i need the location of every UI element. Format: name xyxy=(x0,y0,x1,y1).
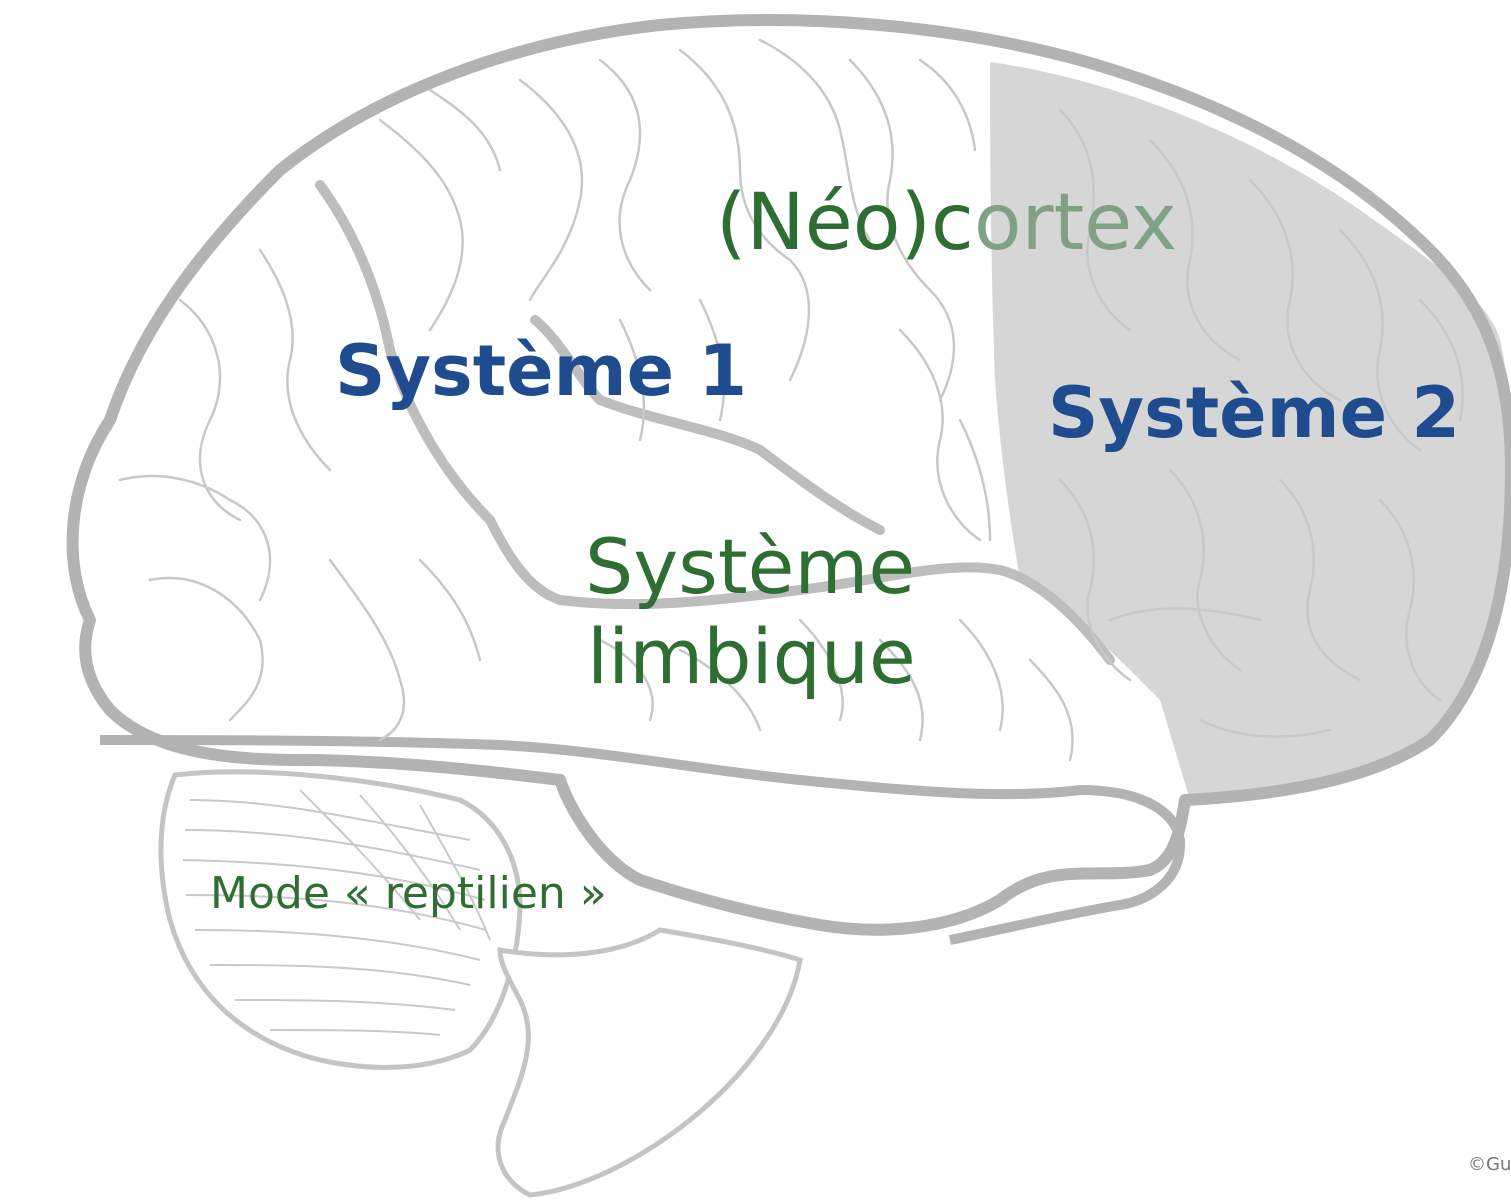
cerebellum xyxy=(158,769,523,1070)
brain-outline xyxy=(66,14,1511,936)
limbic-system-label: Système limbique xyxy=(585,522,916,701)
brainstem xyxy=(495,927,803,1198)
reptilian-mode-label: Mode « reptilien » xyxy=(210,868,607,919)
neocortex-label: (Néo)cortex xyxy=(716,184,1177,262)
copyright-text: ©Gu xyxy=(1468,1154,1511,1175)
neocortex-c: c xyxy=(930,178,974,268)
limbic-line-1: Système xyxy=(585,522,916,611)
temporal-lobe-outline xyxy=(99,735,1186,945)
major-fissures xyxy=(315,180,1115,665)
system-1-label: Système 1 xyxy=(335,330,748,412)
neocortex-rest: ortex xyxy=(973,178,1177,268)
limbic-line-2: limbique xyxy=(587,611,916,701)
sulci xyxy=(118,38,1464,762)
neocortex-prefix: (Néo) xyxy=(716,178,931,268)
system-2-label: Système 2 xyxy=(1048,372,1461,454)
